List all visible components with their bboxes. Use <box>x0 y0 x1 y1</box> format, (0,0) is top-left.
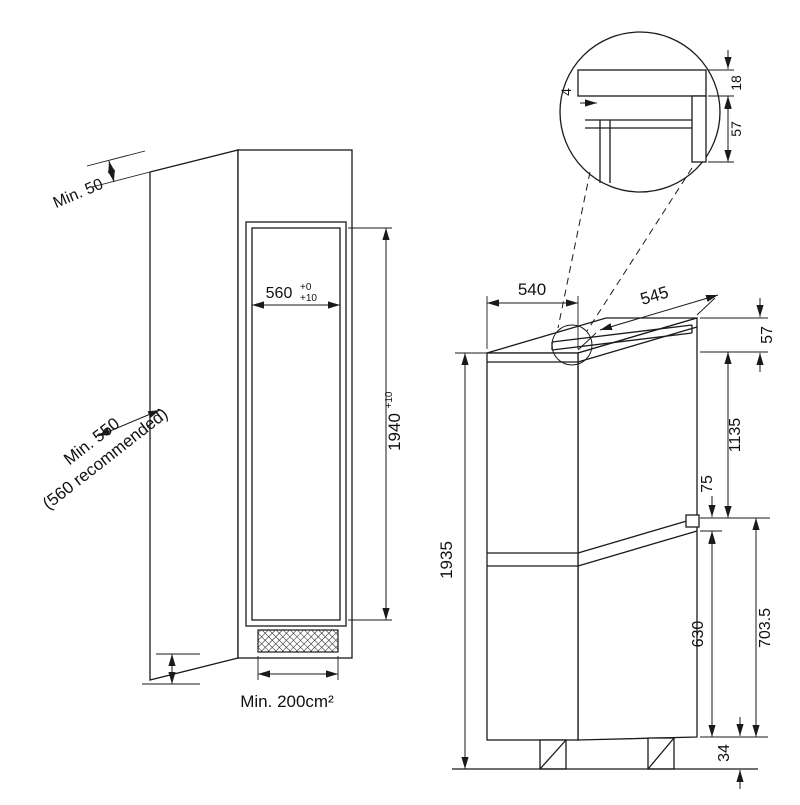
dim-plinth-left <box>142 653 200 685</box>
label-detail-door-overlap: 57 <box>728 121 744 137</box>
label-lower-door-height: 630 <box>690 621 707 648</box>
detail-top-panel <box>577 69 707 97</box>
detail-reference-circle <box>551 324 593 366</box>
label-lower-section: 703.5 <box>757 608 774 648</box>
label-total-height: 1935 <box>437 541 456 579</box>
door-split-lines <box>487 514 700 567</box>
right-appliance-drawing: 540 545 57 1135 75 <box>437 167 776 789</box>
feet-and-floor <box>452 737 758 770</box>
label-top-section: 57 <box>759 326 776 344</box>
label-niche-height: 1940 <box>385 413 404 451</box>
left-cabinet-drawing: Min. 50 Min. 550 (560 recommended) 560 +… <box>39 149 404 711</box>
detail-dim-door-overlap: 57 <box>708 96 744 163</box>
fridge-front-face <box>486 352 579 741</box>
label-niche-width-tol-lower: +10 <box>300 293 317 304</box>
niche-front-face <box>237 149 353 659</box>
detail-dim-top-recess: 18 <box>708 50 744 116</box>
dim-lower-door: 630 <box>690 531 768 738</box>
niche-opening-inner <box>251 227 341 621</box>
niche-opening-outer <box>245 221 347 627</box>
label-upper-door-height: 1135 <box>727 418 744 453</box>
ventilation-grille <box>257 629 339 653</box>
label-detail-top-recess: 18 <box>728 75 744 91</box>
dim-door-gap: 75 <box>699 475 722 553</box>
dim-niche-height: 1940 +10 <box>348 227 404 621</box>
dim-lower-section: 703.5 <box>752 518 774 737</box>
fridge-side-face <box>577 317 698 741</box>
label-vent-area: Min. 200cm² <box>240 692 334 711</box>
label-detail-panel-gap: 4 <box>558 88 574 96</box>
label-door-gap: 75 <box>699 475 716 493</box>
dim-top-section: 57 <box>700 298 776 372</box>
detail-front-rail <box>691 95 707 163</box>
door-hinge-mark <box>685 514 700 528</box>
label-niche-width-tol-upper: +0 <box>300 282 312 293</box>
label-top-clearance: Min. 50 <box>51 176 106 212</box>
detail-leader-left <box>557 171 591 329</box>
label-niche-height-tol: +10 <box>384 391 395 408</box>
dim-width: 540 <box>486 280 579 349</box>
label-width: 540 <box>518 280 546 299</box>
dim-total-height: 1935 <box>437 352 489 769</box>
detail-circle-drawing: 4 18 57 <box>558 31 744 193</box>
dim-plinth: 34 <box>716 717 744 789</box>
dim-vent-area: Min. 200cm² <box>240 656 339 711</box>
label-depth: 545 <box>638 283 671 309</box>
detail-circle <box>559 31 721 193</box>
dim-top-clearance: Min. 50 <box>51 150 151 212</box>
label-plinth: 34 <box>716 744 733 762</box>
dim-niche-width: 560 +0 +10 <box>252 282 340 309</box>
detail-dim-panel-gap: 4 <box>558 88 597 107</box>
label-niche-width: 560 <box>266 285 293 302</box>
